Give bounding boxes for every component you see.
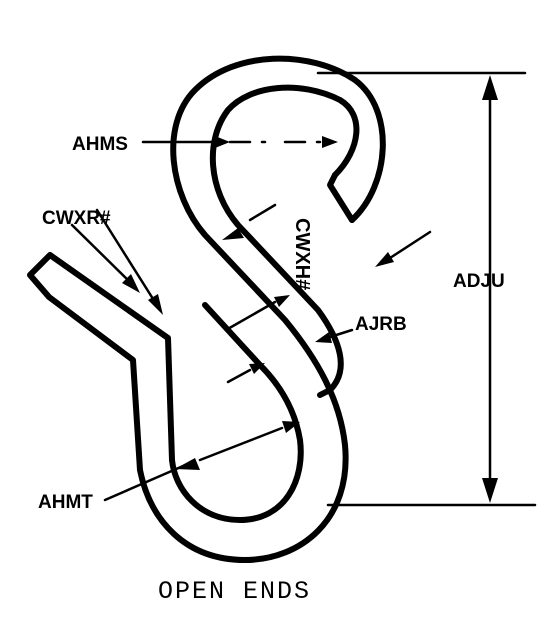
dim-ajrb	[224, 295, 354, 384]
label-ahmt: AHMT	[38, 492, 93, 513]
dim-cwxr	[70, 208, 163, 315]
dim-ahmt	[103, 421, 300, 502]
dim-adju	[316, 71, 537, 507]
dim-ahms	[141, 136, 338, 148]
label-ahms: AHMS	[72, 134, 128, 155]
hook-outer-edge	[27, 55, 386, 563]
label-adju: ADJU	[453, 271, 505, 292]
hook-top-open-end	[327, 172, 355, 223]
hook-inner-edge	[169, 84, 360, 523]
label-cwxh: CWXH#	[291, 218, 313, 290]
dim-cwxh	[222, 203, 432, 267]
diagram-caption: OPEN ENDS	[158, 577, 311, 606]
label-ajrb: AJRB	[355, 314, 407, 335]
label-cwxr: CWXR#	[42, 208, 111, 229]
